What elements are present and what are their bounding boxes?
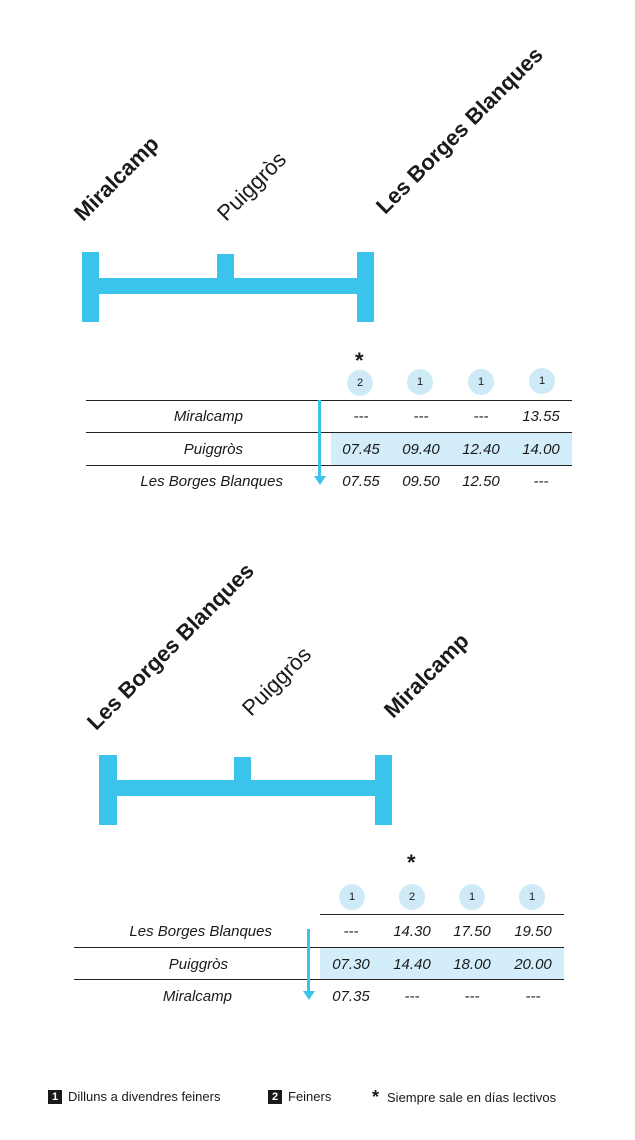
- route1-badge-col1: 2: [347, 370, 373, 396]
- route2-row2-col1: 07.30: [332, 956, 370, 973]
- route1-stop-middle-label: Puiggròs: [212, 146, 292, 226]
- route1-badge-col4: 1: [529, 368, 555, 394]
- route2-row3-label: Miralcamp: [162, 988, 232, 1005]
- route2-rule-top: [320, 914, 564, 915]
- route2-stop-middle-label: Puiggròs: [237, 641, 317, 721]
- route1-row3-col1: 07.55: [342, 473, 380, 490]
- route1-row2-col1: 07.45: [342, 441, 380, 458]
- route2-row-highlight: [320, 948, 564, 979]
- route1-row1-col4: 13.55: [522, 408, 560, 425]
- route2-badge-col4: 1: [519, 884, 545, 910]
- route2-row2-col2: 14.40: [393, 956, 431, 973]
- route1-row3-col3: 12.50: [462, 473, 500, 490]
- route2-badge-col2: 2: [399, 884, 425, 910]
- route2-rule-mid1: [74, 947, 564, 948]
- legend-text-1: Dilluns a divendres feiners: [68, 1089, 221, 1104]
- route1-row1-label: Miralcamp: [173, 408, 243, 425]
- route2-star-mark: *: [407, 850, 416, 875]
- route2-stop-middle-marker: [234, 757, 251, 787]
- legend-star-icon: *: [372, 1087, 380, 1107]
- route2-row1-col2: 14.30: [393, 923, 431, 940]
- route1-rule-mid1: [86, 432, 572, 433]
- route2-stop-start-label: Les Borges Blanques: [82, 557, 259, 735]
- route1-row1-col1: ---: [353, 408, 369, 425]
- legend-text-2: Feiners: [288, 1089, 332, 1104]
- route2-badge-col1: 1: [339, 884, 365, 910]
- legend-text-3: Siempre sale en días lectivos: [387, 1090, 557, 1105]
- route1-badge-col2: 1: [407, 369, 433, 395]
- route1-direction-line: [318, 400, 321, 476]
- route2-row2-col3: 18.00: [453, 956, 491, 973]
- route2-row2-label: Puiggròs: [168, 956, 228, 973]
- route1-row3-label: Les Borges Blanques: [140, 473, 283, 490]
- route1-rule-top: [86, 400, 572, 401]
- route1-row1-col2: ---: [413, 408, 429, 425]
- route1-row3-col2: 09.50: [402, 473, 440, 490]
- route2-row3-col4: ---: [525, 988, 541, 1005]
- route2-row3-col1: 07.35: [332, 988, 370, 1005]
- route2-stop-start-marker: [99, 755, 117, 825]
- route1-line: [82, 278, 374, 294]
- route1-direction-arrow-icon: [314, 476, 326, 485]
- legend-code-1: 1: [48, 1089, 62, 1104]
- legend-code-2: 2: [268, 1089, 282, 1104]
- route1-stop-start-label: Miralcamp: [69, 131, 164, 226]
- route1-row2-col3: 12.40: [462, 441, 500, 458]
- route2-direction-line: [307, 929, 310, 991]
- route2-badge-col3: 1: [459, 884, 485, 910]
- route2-stop-end-label: Miralcamp: [379, 628, 474, 723]
- route1-row-highlight: [331, 433, 572, 465]
- legend-item-3: * Siempre sale en días lectivos: [372, 1087, 556, 1108]
- route1-badge-col3: 1: [468, 369, 494, 395]
- route1-row2-label: Puiggròs: [183, 441, 243, 458]
- route2-row2-col4: 20.00: [514, 956, 552, 973]
- route2-row1-label: Les Borges Blanques: [129, 923, 272, 940]
- route1-row2-col2: 09.40: [402, 441, 440, 458]
- route2-line: [99, 780, 392, 796]
- route1-stop-end-marker: [357, 252, 374, 322]
- legend-item-2: 2 Feiners: [268, 1089, 331, 1104]
- route1-stop-middle-marker: [217, 254, 234, 284]
- route1-rule-mid2: [86, 465, 572, 466]
- route2-row1-col4: 19.50: [514, 923, 552, 940]
- route2-rule-mid2: [74, 979, 564, 980]
- route2-row1-col3: 17.50: [453, 923, 491, 940]
- route2-stop-end-marker: [375, 755, 392, 825]
- route2-direction-arrow-icon: [303, 991, 315, 1000]
- legend-item-1: 1 Dilluns a divendres feiners: [48, 1089, 220, 1104]
- route2-row3-col3: ---: [464, 988, 480, 1005]
- route1-stop-start-marker: [82, 252, 99, 322]
- route1-row3-col4: ---: [533, 473, 549, 490]
- route1-stop-end-label: Les Borges Blanques: [371, 41, 548, 219]
- route1-row2-col4: 14.00: [522, 441, 560, 458]
- route2-row3-col2: ---: [404, 988, 420, 1005]
- route1-row1-col3: ---: [473, 408, 489, 425]
- route2-row1-col1: ---: [343, 923, 359, 940]
- route1-star-mark: *: [355, 348, 364, 373]
